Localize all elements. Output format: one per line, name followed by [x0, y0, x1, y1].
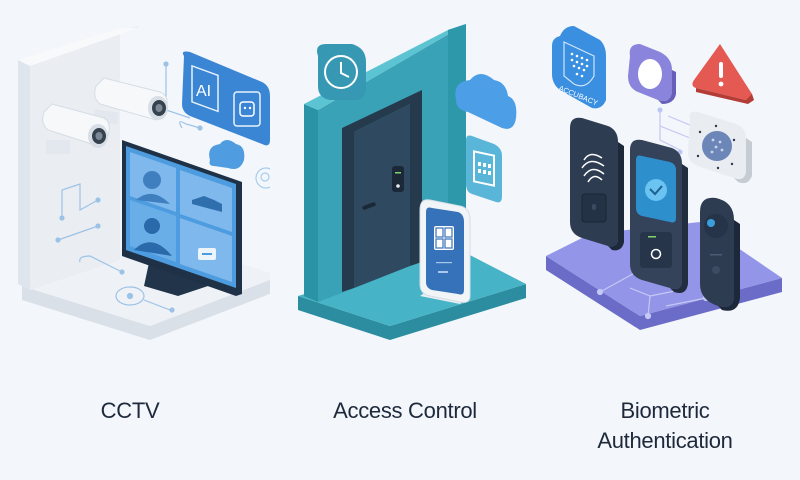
search-icon: [255, 167, 270, 189]
ai-badge: AI: [182, 51, 270, 146]
biometric-caption-line1: Biometric: [620, 398, 710, 423]
cctv-panel: AI: [0, 0, 270, 480]
cloud-icon: [455, 74, 517, 129]
cloud-icon: [209, 140, 245, 169]
qr-kiosk-icon: [419, 199, 471, 304]
keypad-icon: [466, 135, 502, 203]
camera-doorbell-icon: [700, 197, 740, 311]
biometric-panel: ACCUBACY: [530, 0, 800, 480]
monitor-icon: [122, 140, 242, 296]
access-control-caption: Access Control: [333, 398, 477, 423]
security-camera-icon: [94, 77, 168, 125]
biometric-caption: Biometric Authentication: [530, 397, 800, 457]
face-icon: [628, 44, 676, 104]
circuit-lines: [55, 61, 203, 313]
card-reader-icon: [392, 166, 404, 192]
clock-icon: [317, 44, 366, 100]
ai-label: AI: [196, 83, 211, 100]
shield-badge-icon: ACCUBACY: [552, 26, 606, 109]
iris-scanner-icon: [688, 111, 752, 184]
access-control-illustration: [298, 24, 526, 340]
biometric-illustration: ACCUBACY: [546, 26, 782, 330]
cctv-illustration: AI: [18, 26, 270, 340]
access-control-panel: Access Control: [270, 0, 540, 480]
fingerprint-reader-icon: [570, 117, 624, 251]
cctv-caption: CCTV: [100, 398, 160, 423]
face-verify-terminal-icon: [630, 139, 688, 293]
warning-icon: [692, 44, 754, 104]
security-camera-icon: [42, 103, 110, 154]
biometric-caption-line2: Authentication: [597, 428, 733, 453]
